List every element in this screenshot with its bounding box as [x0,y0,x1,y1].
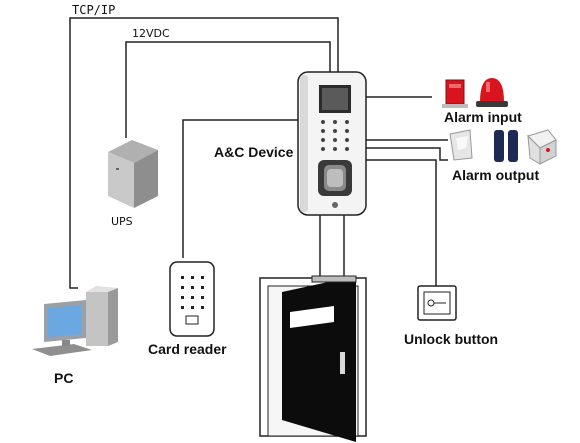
unlock-button [417,285,457,321]
pc-computer [32,286,118,356]
pc-label: PC [54,370,74,386]
unlock-line [365,159,437,286]
tcp-ip-line [69,17,339,289]
alarm-output-label: Alarm output [452,167,540,183]
power-line [125,41,331,138]
card-reader-line [182,119,305,258]
ups-box [108,140,158,208]
infrared-beam-detector [494,130,518,162]
power-label: 12VDC [132,27,170,40]
card-reader-label: Card reader [148,341,227,357]
card-reader [169,261,215,337]
door [259,275,367,442]
device-label: A&C Device [214,144,294,160]
motion-detector [449,129,473,161]
alarm-beacon [476,78,508,107]
connection-lines [69,17,448,289]
alarm-siren [442,79,468,108]
ups-label: UPS [111,215,133,228]
smoke-detector [527,129,557,165]
alarm-input-label: Alarm input [444,109,522,125]
access-control-device [297,71,367,216]
unlock-button-label: Unlock button [404,331,499,347]
tcp-ip-label: TCP/IP [72,3,116,17]
alarm-output-line-2 [365,147,448,161]
